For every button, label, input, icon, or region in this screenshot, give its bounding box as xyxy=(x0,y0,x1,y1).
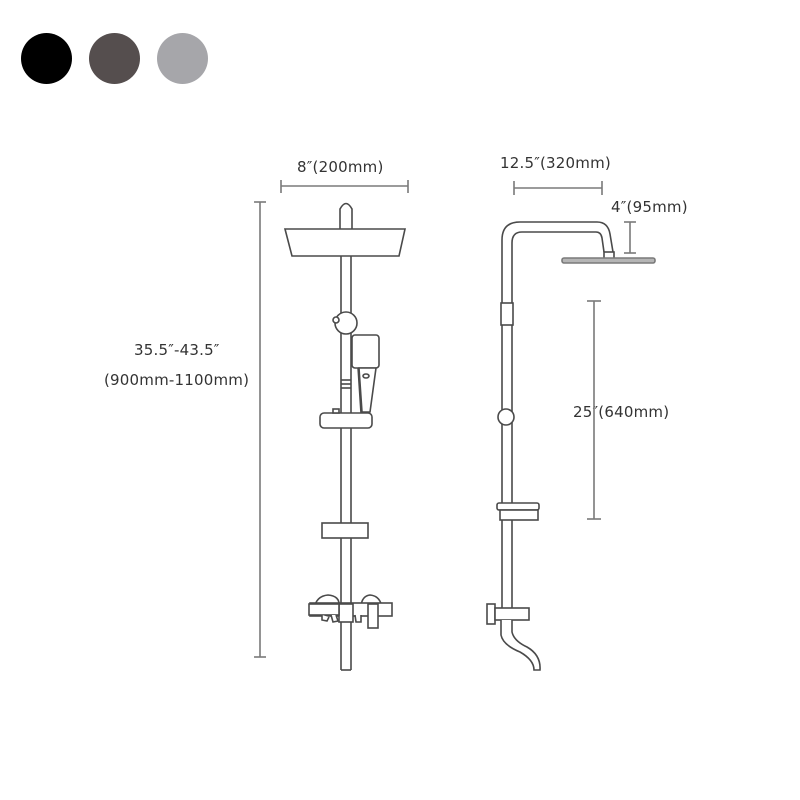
color-swatch-gunmetal[interactable] xyxy=(89,33,140,84)
total-height-mm-label: (900mm-1100mm) xyxy=(104,371,250,389)
side-view xyxy=(486,221,656,671)
dimension-lines xyxy=(254,180,636,658)
arm-reach-label: 12.5″(320mm) xyxy=(500,154,611,172)
color-swatch-light-gray[interactable] xyxy=(157,33,208,84)
slide-bar-length-label: 25″(640mm) xyxy=(573,403,670,421)
color-swatch-black[interactable] xyxy=(21,33,72,84)
total-height-inch-label: 35.5″-43.5″ xyxy=(134,341,220,359)
rain-shower-head xyxy=(283,228,406,257)
head-drop-label: 4″(95mm) xyxy=(611,198,688,216)
front-view xyxy=(283,202,406,671)
side-shower-head xyxy=(561,257,656,264)
shower-head-width-label: 8″(200mm) xyxy=(297,158,384,176)
